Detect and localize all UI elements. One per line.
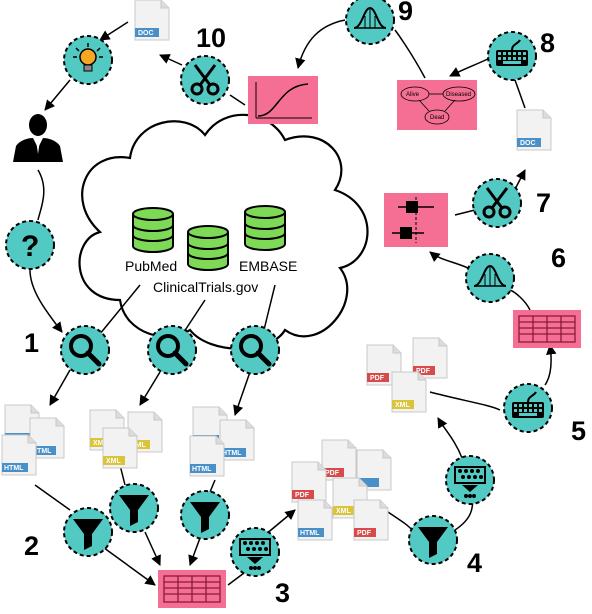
svg-text:XML: XML: [336, 508, 352, 515]
svg-text:PDF: PDF: [325, 470, 340, 477]
svg-text:HTML: HTML: [4, 465, 24, 472]
svg-text:XML: XML: [93, 440, 109, 447]
svg-text:PDF: PDF: [295, 492, 310, 499]
filter-icon: [110, 484, 158, 532]
database-icon: [244, 205, 286, 251]
keyboard-icon: [504, 384, 552, 432]
db-label-clinicaltrials: ClinicalTrials.gov: [153, 279, 258, 295]
svg-text:HTML: HTML: [222, 450, 242, 457]
state-model-icon: Alive Diseased Dead: [397, 80, 477, 130]
svg-text:XML: XML: [395, 402, 411, 409]
step-label-9: 9: [398, 0, 413, 26]
document-icon: DOC: [134, 0, 170, 41]
db-label-embase: EMBASE: [239, 258, 297, 274]
xml-documents-group: XML XML XML: [89, 409, 163, 469]
svg-text:XML: XML: [131, 442, 147, 449]
html-documents-group-2: HTML HTML HTML: [189, 406, 255, 477]
pdf-documents-cluster: PDF PDF XML HTML PDF: [291, 439, 392, 541]
svg-text:Dead: Dead: [430, 115, 444, 121]
step-label-7: 7: [536, 188, 551, 218]
keyboard-icon: [488, 32, 536, 80]
person-icon: [13, 114, 63, 162]
document-icon: DOC: [516, 109, 552, 151]
table-icon: [157, 569, 227, 609]
step-label-2: 2: [24, 531, 39, 561]
step-label-1: 1: [24, 328, 39, 358]
svg-text:PDF: PDF: [416, 368, 431, 375]
step-label-4: 4: [467, 548, 482, 578]
step-label-3: 3: [275, 578, 290, 608]
step-label-6: 6: [551, 243, 566, 273]
classifier-icon: [446, 456, 494, 504]
question-icon: ?: [5, 220, 55, 270]
step-label-10: 10: [196, 23, 226, 53]
filter-icon: [64, 508, 112, 556]
table-icon: [512, 309, 582, 349]
svg-text:Diseased: Diseased: [446, 92, 471, 98]
step-label-5: 5: [571, 416, 586, 446]
svg-text:HTML: HTML: [32, 448, 52, 455]
scissors-icon: [181, 56, 229, 104]
database-icon: [187, 225, 229, 271]
classifier-icon: [231, 528, 279, 576]
svg-text:?: ?: [21, 230, 39, 263]
search-icon: [231, 326, 279, 374]
pdf-documents-selected: PDF PDF XML: [366, 337, 448, 413]
filter-icon: [181, 491, 229, 539]
svg-text:DOC: DOC: [138, 30, 154, 37]
svg-text:HTML: HTML: [192, 466, 212, 473]
distribution-icon: [346, 0, 394, 44]
forest-plot-icon: [384, 193, 448, 247]
svg-text:Alive: Alive: [406, 92, 420, 98]
svg-text:HTML: HTML: [300, 530, 320, 537]
survival-curve-icon: [248, 76, 318, 124]
scissors-icon: [473, 179, 521, 227]
lightbulb-icon: [63, 35, 113, 85]
html-documents-group-1: HTML HTML HTML: [1, 404, 65, 476]
database-icon: [132, 207, 174, 253]
distribution-icon: [466, 254, 514, 302]
step-label-8: 8: [540, 28, 555, 58]
svg-text:PDF: PDF: [357, 530, 372, 537]
svg-text:XML: XML: [106, 458, 122, 465]
svg-text:DOC: DOC: [520, 140, 536, 147]
search-icon: [61, 326, 109, 374]
svg-text:PDF: PDF: [370, 375, 385, 382]
search-icon: [148, 326, 196, 374]
db-label-pubmed: PubMed: [125, 258, 177, 274]
filter-icon: [409, 516, 457, 564]
